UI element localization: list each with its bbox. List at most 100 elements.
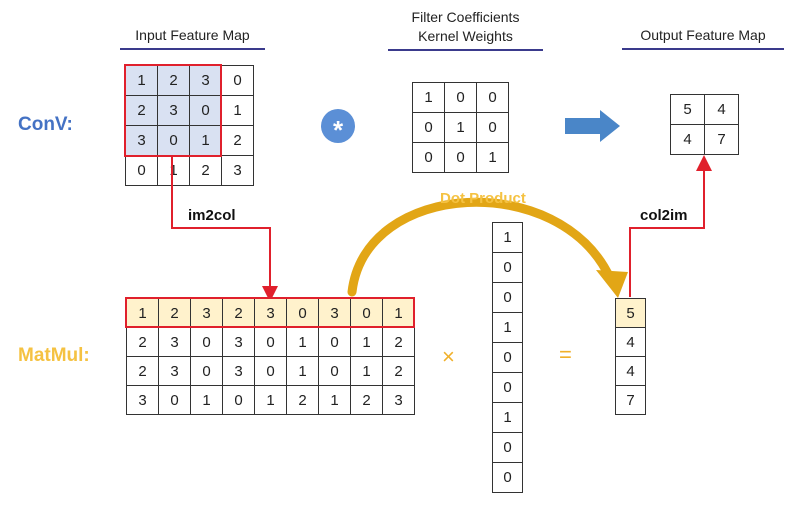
output-feature-map-grid: 5 4 4 7 <box>670 94 739 155</box>
times-symbol: × <box>442 344 455 369</box>
conv-label: ConV: <box>18 114 73 135</box>
filter-heading-line2: Kernel Weights <box>418 28 513 44</box>
output-heading-text: Output Feature Map <box>640 27 766 43</box>
output-cell: 4 <box>671 125 705 155</box>
input-cell: 1 <box>190 126 222 156</box>
matrix-cell: 2 <box>223 299 255 328</box>
matrix-cell: 0 <box>223 386 255 415</box>
filter-heading: Filter Coefficients Kernel Weights <box>388 8 543 51</box>
matrix-cell: 1 <box>287 357 319 386</box>
input-heading-text: Input Feature Map <box>135 27 250 43</box>
input-cell: 3 <box>158 96 190 126</box>
output-feature-map-heading: Output Feature Map <box>622 26 784 50</box>
matrix-cell: 3 <box>383 386 415 415</box>
matrix-cell: 1 <box>127 299 159 328</box>
col2im-label: col2im <box>640 207 688 224</box>
vector-cell: 1 <box>493 313 523 343</box>
filter-heading-underline <box>388 49 543 51</box>
matrix-cell: 2 <box>383 357 415 386</box>
kernel-cell: 0 <box>445 83 477 113</box>
col2im-arrow <box>629 155 712 297</box>
output-cell: 4 <box>705 95 739 125</box>
kernel-cell: 1 <box>477 143 509 173</box>
input-cell: 3 <box>222 156 254 186</box>
matmul-label: MatMul: <box>18 345 90 366</box>
input-cell: 3 <box>126 126 158 156</box>
dot-product-label: Dot Product <box>440 190 526 207</box>
matrix-cell: 0 <box>191 357 223 386</box>
dot-product-arrowhead <box>596 270 628 298</box>
matrix-cell: 3 <box>127 386 159 415</box>
result-cell: 4 <box>616 357 646 386</box>
vector-cell: 1 <box>493 223 523 253</box>
matrix-cell: 1 <box>287 328 319 357</box>
matrix-cell: 0 <box>319 328 351 357</box>
matrix-cell: 2 <box>383 328 415 357</box>
kernel-column-vector: 1 0 0 1 0 0 1 0 0 <box>492 222 523 493</box>
matrix-cell: 2 <box>351 386 383 415</box>
dot-product-arrow <box>347 197 615 297</box>
matrix-cell: 3 <box>159 357 191 386</box>
kernel-cell: 0 <box>477 83 509 113</box>
input-cell: 2 <box>190 156 222 186</box>
matrix-cell: 1 <box>319 386 351 415</box>
input-feature-map-heading: Input Feature Map <box>120 26 265 50</box>
conv-result-arrow <box>565 110 620 142</box>
matrix-cell: 1 <box>351 357 383 386</box>
input-cell: 1 <box>126 66 158 96</box>
vector-cell: 0 <box>493 433 523 463</box>
asterisk-circle-icon: * <box>321 109 355 143</box>
kernel-cell: 0 <box>413 113 445 143</box>
input-heading-underline <box>120 48 265 50</box>
matrix-cell: 3 <box>255 299 287 328</box>
im2col-matrix-grid: 1 2 3 2 3 0 3 0 1 2 3 0 3 0 1 0 1 2 2 3 … <box>126 298 415 415</box>
output-cell: 7 <box>705 125 739 155</box>
matrix-cell: 0 <box>287 299 319 328</box>
input-cell: 0 <box>126 156 158 186</box>
matrix-cell: 3 <box>223 328 255 357</box>
input-cell: 1 <box>158 156 190 186</box>
matrix-cell: 1 <box>351 328 383 357</box>
matrix-cell: 2 <box>159 299 191 328</box>
vector-cell: 0 <box>493 463 523 493</box>
vector-cell: 0 <box>493 343 523 373</box>
matrix-cell: 0 <box>255 357 287 386</box>
result-column-vector: 5 4 4 7 <box>615 298 646 415</box>
im2col-arrow <box>171 157 278 302</box>
matrix-cell: 2 <box>127 357 159 386</box>
result-cell: 7 <box>616 386 646 415</box>
matrix-cell: 3 <box>319 299 351 328</box>
input-cell: 2 <box>126 96 158 126</box>
matrix-cell: 3 <box>159 328 191 357</box>
matrix-cell: 3 <box>191 299 223 328</box>
input-cell: 2 <box>222 126 254 156</box>
equals-symbol: = <box>559 342 572 367</box>
input-cell: 1 <box>222 96 254 126</box>
kernel-cell: 1 <box>413 83 445 113</box>
filter-heading-line1: Filter Coefficients <box>411 9 520 25</box>
matrix-cell: 1 <box>255 386 287 415</box>
vector-cell: 0 <box>493 373 523 403</box>
matrix-cell: 0 <box>319 357 351 386</box>
output-cell: 5 <box>671 95 705 125</box>
kernel-cell: 0 <box>445 143 477 173</box>
matrix-cell: 2 <box>127 328 159 357</box>
kernel-cell: 0 <box>477 113 509 143</box>
output-heading-underline <box>622 48 784 50</box>
matrix-cell: 3 <box>223 357 255 386</box>
vector-cell: 1 <box>493 403 523 433</box>
kernel-cell: 0 <box>413 143 445 173</box>
matrix-cell: 1 <box>383 299 415 328</box>
input-cell: 0 <box>158 126 190 156</box>
matrix-cell: 0 <box>191 328 223 357</box>
matrix-cell: 0 <box>351 299 383 328</box>
matrix-cell: 0 <box>159 386 191 415</box>
matrix-cell: 1 <box>191 386 223 415</box>
result-cell: 5 <box>616 299 646 328</box>
input-cell: 2 <box>158 66 190 96</box>
kernel-cell: 1 <box>445 113 477 143</box>
vector-cell: 0 <box>493 253 523 283</box>
im2col-label: im2col <box>188 207 236 224</box>
matrix-cell: 2 <box>287 386 319 415</box>
